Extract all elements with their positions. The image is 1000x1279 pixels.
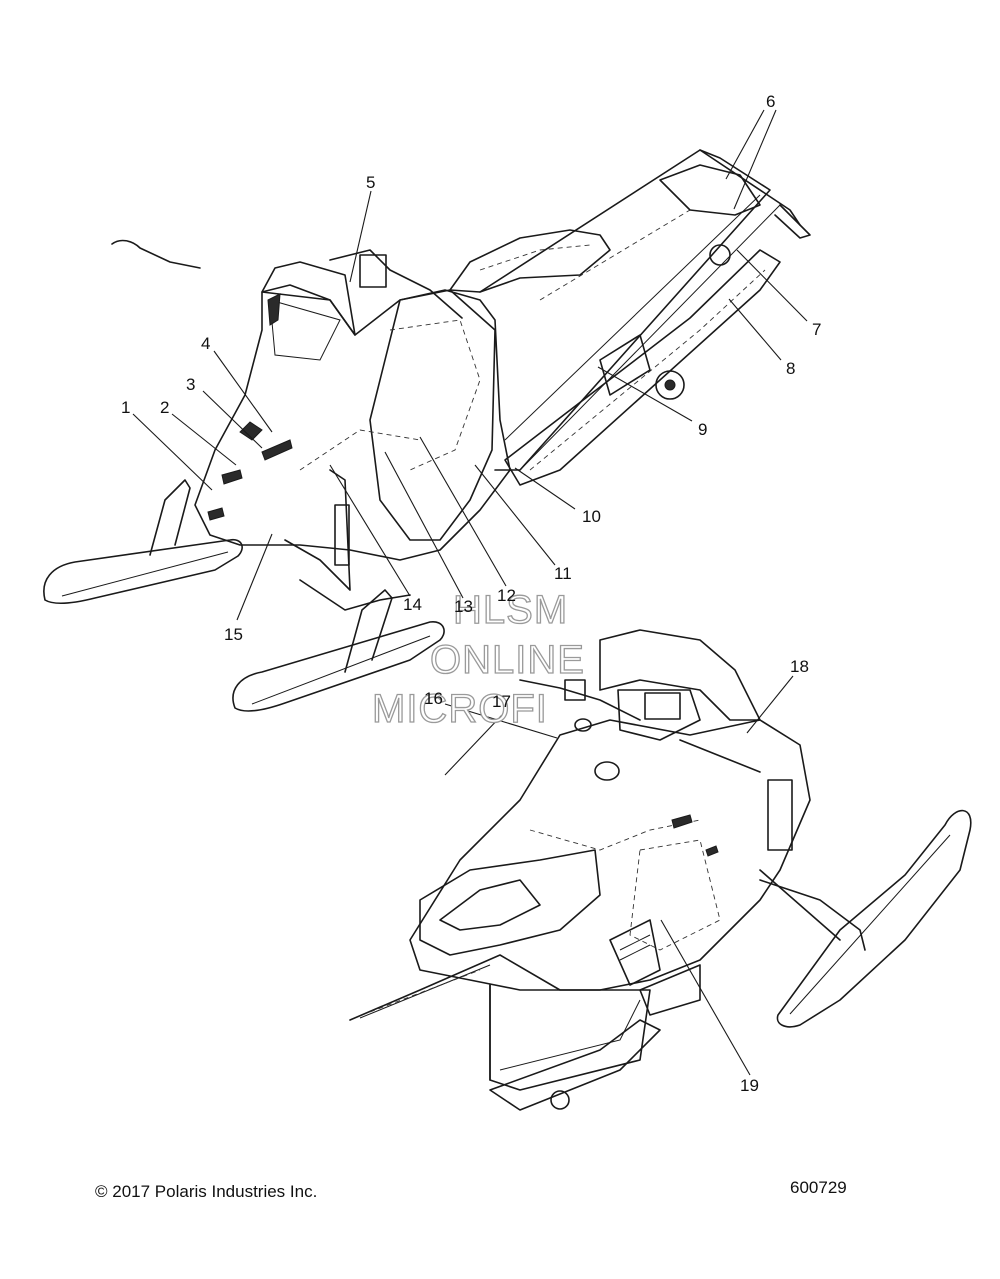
callout-17: 17 [492,692,511,711]
callout-15: 15 [224,625,243,644]
watermark: HLSM ONLINE MICROFI [371,587,585,731]
callout-3: 3 [186,375,195,394]
snowmobile-top-illustration [43,149,811,712]
callout-5: 5 [366,173,375,192]
callout-4: 4 [201,334,210,353]
copyright-notice: © 2017 Polaris Industries Inc. [95,1182,318,1201]
callout-16: 16 [424,689,443,708]
callout-18: 18 [790,657,809,676]
watermark-line-1: HLSM [453,588,568,632]
callout-10: 10 [582,507,601,526]
watermark-line-3: MICROFI [372,687,548,731]
leader-lines [132,109,808,1076]
callout-labels: 1 2 3 4 5 6 7 8 9 10 11 12 13 14 15 16 1… [121,92,821,1095]
snowmobile-bottom-illustration [349,629,972,1111]
callout-8: 8 [786,359,795,378]
callout-11: 11 [554,564,572,583]
callout-13: 13 [454,597,473,616]
figure-number: 600729 [790,1178,847,1197]
callout-6: 6 [766,92,775,111]
callout-1: 1 [121,398,130,417]
callout-12: 12 [497,586,516,605]
watermark-line-2: ONLINE [430,638,585,682]
callout-14: 14 [403,595,422,614]
callout-2: 2 [160,398,169,417]
callout-9: 9 [698,420,707,439]
callout-7: 7 [812,320,821,339]
callout-19: 19 [740,1076,759,1095]
